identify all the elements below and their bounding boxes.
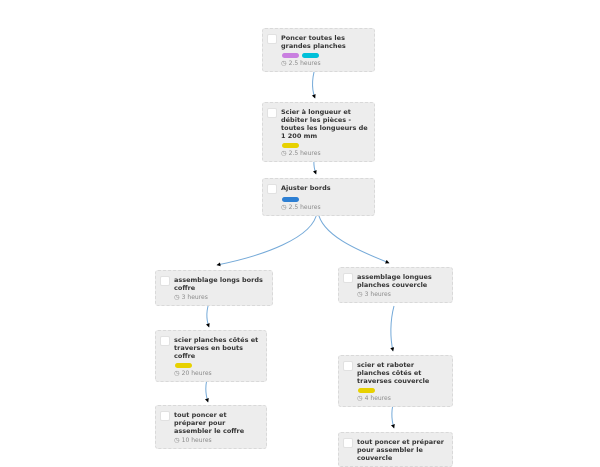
clock-icon: ◷	[174, 293, 180, 301]
tag-list	[282, 143, 368, 148]
task-checkbox[interactable]	[343, 273, 353, 283]
tag-pill	[358, 388, 375, 393]
task-node[interactable]: Ajuster bords ◷ 2.5 heures	[262, 178, 375, 216]
task-checkbox[interactable]	[160, 336, 170, 346]
duration-label: 4 heures	[364, 395, 391, 402]
clock-icon: ◷	[281, 149, 287, 157]
clock-icon: ◷	[281, 203, 287, 211]
task-duration: ◷ 20 heures	[174, 369, 260, 378]
task-title: assemblage longs bords coffre	[174, 276, 263, 292]
task-node[interactable]: Poncer toutes les grandes planches ◷ 2.5…	[262, 28, 375, 72]
clock-icon: ◷	[174, 436, 180, 444]
task-title: Scier à longueur et débiter les pièces -…	[281, 108, 368, 140]
task-checkbox[interactable]	[267, 34, 277, 44]
task-duration: ◷ 2.5 heures	[281, 59, 368, 68]
duration-label: 2.5 heures	[288, 150, 321, 157]
task-title: tout poncer et préparer pour assembler l…	[174, 411, 245, 435]
clock-icon: ◷	[357, 290, 363, 298]
task-title: Ajuster bords	[281, 184, 331, 192]
duration-label: 20 heures	[181, 370, 212, 377]
task-duration: ◷ 3 heures	[357, 290, 446, 299]
connector-edge	[317, 211, 390, 264]
task-duration: ◷ 2.5 heures	[281, 149, 368, 158]
task-node[interactable]: Scier à longueur et débiter les pièces -…	[262, 102, 375, 162]
task-title: assemblage longues planches couvercle	[357, 273, 432, 289]
duration-label: 3 heures	[364, 291, 391, 298]
task-node[interactable]: scier planches côtés et traverses en bou…	[155, 330, 267, 382]
task-duration: ◷ 2.5 heures	[281, 203, 368, 212]
tag-list	[282, 53, 368, 58]
tag-list	[358, 388, 446, 393]
clock-icon: ◷	[357, 394, 363, 402]
task-node[interactable]: tout poncer et préparer pour assembler l…	[155, 405, 267, 449]
task-duration: ◷ 4 heures	[357, 394, 446, 403]
task-checkbox[interactable]	[267, 108, 277, 118]
task-duration: ◷ 3 heures	[174, 293, 266, 302]
task-title: scier planches côtés et traverses en bou…	[174, 336, 259, 360]
duration-label: 2.5 heures	[288, 204, 321, 211]
task-node[interactable]: assemblage longs bords coffre ◷ 3 heures	[155, 270, 273, 306]
tag-pill	[282, 197, 299, 202]
connector-edge	[216, 211, 318, 267]
tag-pill	[282, 143, 299, 148]
task-node[interactable]: scier et raboter planches côtés et trave…	[338, 355, 453, 407]
task-title: scier et raboter planches côtés et trave…	[357, 361, 430, 385]
task-checkbox[interactable]	[343, 438, 353, 448]
tag-pill	[175, 363, 192, 368]
duration-label: 2.5 heures	[288, 60, 321, 67]
task-checkbox[interactable]	[160, 276, 170, 286]
task-checkbox[interactable]	[160, 411, 170, 421]
task-checkbox[interactable]	[267, 184, 277, 194]
tag-list	[282, 197, 368, 202]
task-title: tout poncer et préparer pour assembler l…	[357, 438, 444, 462]
task-duration: ◷ 10 heures	[174, 436, 260, 445]
duration-label: 3 heures	[181, 294, 208, 301]
clock-icon: ◷	[281, 59, 287, 67]
tag-list	[175, 363, 260, 368]
connector-edge	[390, 305, 395, 352]
task-checkbox[interactable]	[343, 361, 353, 371]
clock-icon: ◷	[174, 369, 180, 377]
task-title: Poncer toutes les grandes planches	[281, 34, 346, 50]
tag-pill	[302, 53, 319, 58]
duration-label: 10 heures	[181, 437, 212, 444]
tag-pill	[282, 53, 299, 58]
task-node[interactable]: assemblage longues planches couvercle ◷ …	[338, 267, 453, 303]
